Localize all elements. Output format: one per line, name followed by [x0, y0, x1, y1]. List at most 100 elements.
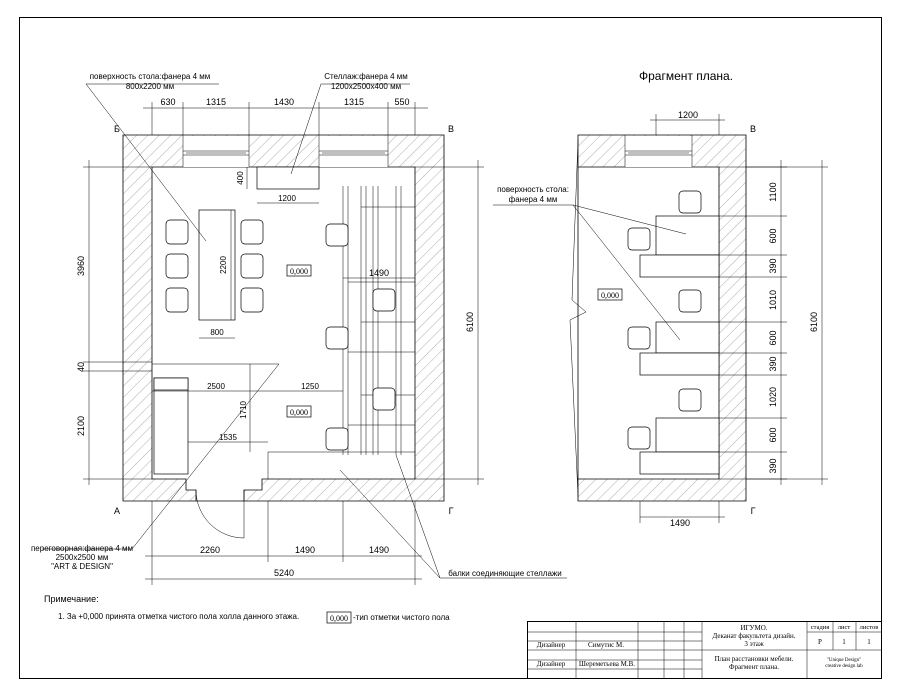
- callout-table-surface: поверхность стола:фанера 4 мм 800x2200 м…: [85, 72, 219, 242]
- svg-text:поверхность стола:фанера 4 мм: поверхность стола:фанера 4 мм: [90, 72, 211, 81]
- callout-meeting: переговорная:фанера 4 мм 2500x2500 мм "A…: [31, 363, 280, 571]
- notes-item: 1. За +0,000 принята отметка чистого пол…: [58, 612, 299, 621]
- svg-text:600: 600: [768, 427, 778, 442]
- sheet-frame: [19, 17, 882, 679]
- value-stage: Р: [818, 638, 822, 646]
- chair-group-left: [165, 219, 189, 313]
- entry-door-swing: [195, 489, 245, 539]
- callout-shelf: Стеллаж:фанера 4 мм 1200x2500x400 мм: [290, 72, 410, 175]
- svg-text:переговорная:фанера 4 мм: переговорная:фанера 4 мм: [31, 544, 133, 553]
- svg-text:1710: 1710: [239, 401, 248, 419]
- total-width-dim: 5240: [274, 568, 294, 578]
- svg-text:600: 600: [768, 228, 778, 243]
- svg-text:1430: 1430: [274, 97, 294, 107]
- role-2: Дизайнер: [537, 660, 566, 668]
- svg-text:600: 600: [768, 330, 778, 345]
- right-level-value: 0,000: [601, 291, 619, 300]
- sheet-title-1: План расстановки мебели.: [715, 655, 794, 663]
- svg-text:1010: 1010: [768, 290, 778, 310]
- right-level-mark: [597, 288, 623, 301]
- right-axis-v: В: [750, 124, 756, 134]
- company-1: "Unique Design": [827, 658, 861, 663]
- svg-text:800: 800: [210, 328, 224, 337]
- notes-title: Примечание:: [44, 594, 99, 604]
- svg-text:2100: 2100: [76, 416, 86, 436]
- svg-text:2500: 2500: [207, 382, 225, 391]
- svg-text:1490: 1490: [369, 268, 389, 278]
- svg-text:1200x2500x400 мм: 1200x2500x400 мм: [331, 82, 401, 91]
- notes-mark-desc: -тип отметки чистого пола: [353, 613, 450, 622]
- company-2: creative design lab: [825, 664, 863, 669]
- right-top-dim: 1200: [678, 110, 698, 120]
- svg-text:390: 390: [768, 356, 778, 371]
- svg-text:фанера 4 мм: фанера 4 мм: [509, 195, 558, 204]
- svg-text:1250: 1250: [301, 382, 319, 391]
- left-plan: 0,000 0,000 1200 400 2200 800 1490 2500 …: [31, 72, 567, 585]
- svg-text:40: 40: [76, 362, 86, 372]
- level-value-1: 0,000: [290, 267, 308, 276]
- right-chairs: [627, 190, 702, 450]
- right-total-dim: 6100: [465, 312, 475, 332]
- name-1: Симутис М.: [588, 641, 624, 649]
- svg-text:630: 630: [160, 97, 175, 107]
- header-sheets: листов: [860, 624, 879, 631]
- header-stage: стадия: [811, 624, 829, 631]
- meeting-room-sofa: [153, 377, 189, 475]
- svg-text:1315: 1315: [344, 97, 364, 107]
- svg-text:550: 550: [394, 97, 409, 107]
- right-bottom-dim: 1490: [670, 518, 690, 528]
- top-shelf: [256, 166, 320, 190]
- svg-text:400: 400: [236, 171, 245, 185]
- svg-text:2500x2500 мм: 2500x2500 мм: [56, 553, 109, 562]
- level-mark-2: [286, 405, 312, 418]
- inner-dimensions: 1200 400 2200 800 1490 2500 1250 1710 15…: [152, 167, 415, 452]
- right-side-dimension-chain: 1100 600 390 1010 600 390 1020 600 390: [719, 160, 787, 485]
- plan-title: Фрагмент плана.: [639, 69, 733, 83]
- svg-text:1490: 1490: [369, 545, 389, 555]
- notes-mark: 0,000: [330, 614, 348, 623]
- svg-text:балки соединяющие стеллажи: балки соединяющие стеллажи: [448, 569, 562, 578]
- right-plan: Фрагмент плана. 0,000 повер: [493, 69, 828, 528]
- right-desks: [639, 215, 720, 475]
- axis-b: Б: [114, 124, 120, 134]
- svg-text:3960: 3960: [76, 256, 86, 276]
- org-1: ИГУМО.: [740, 624, 767, 632]
- callout-beams: балки соединяющие стеллажи: [339, 454, 567, 579]
- axis-v: В: [448, 124, 454, 134]
- svg-text:поверхность стола:: поверхность стола:: [497, 185, 569, 194]
- chair-group-right: [240, 219, 264, 313]
- svg-text:2200: 2200: [219, 256, 228, 274]
- value-sheet: 1: [842, 638, 846, 646]
- axis-a: А: [114, 506, 120, 516]
- name-2: Шереметьева М.В.: [579, 660, 635, 668]
- svg-text:1020: 1020: [768, 387, 778, 407]
- svg-text:1535: 1535: [219, 433, 237, 442]
- org-3: 3 этаж: [744, 640, 764, 648]
- callout-right-table: поверхность стола: фанера 4 мм: [493, 185, 687, 341]
- header-sheet: лист: [838, 624, 851, 631]
- right-axis-g: Г: [751, 506, 756, 516]
- svg-text:Стеллаж:фанера 4 мм: Стеллаж:фанера 4 мм: [324, 72, 408, 81]
- role-1: Дизайнер: [537, 641, 566, 649]
- right-plan-total-dim: 6100: [809, 312, 819, 332]
- break-line: [569, 139, 587, 497]
- org-2: Деканат факультета дизайн.: [713, 632, 796, 640]
- svg-text:1315: 1315: [206, 97, 226, 107]
- svg-text:800x2200 мм: 800x2200 мм: [126, 82, 174, 91]
- notes-mark-box: [326, 611, 352, 624]
- axis-g: Г: [449, 506, 454, 516]
- side-dimension-chain: 3960 40 2100: [76, 160, 152, 485]
- svg-text:"ART & DESIGN": "ART & DESIGN": [51, 562, 113, 571]
- desk-chairs: [325, 223, 396, 451]
- title-block: Дизайнер Симутис М. Дизайнер Шереметьева…: [527, 621, 882, 679]
- svg-text:1100: 1100: [768, 182, 778, 201]
- svg-text:2260: 2260: [200, 545, 220, 555]
- svg-text:1490: 1490: [295, 545, 315, 555]
- svg-text:390: 390: [768, 458, 778, 473]
- svg-text:390: 390: [768, 258, 778, 273]
- level-value-2: 0,000: [290, 408, 308, 417]
- top-dimension-chain: 630 1315 1430 1315 550: [143, 97, 428, 135]
- value-sheets: 1: [867, 638, 871, 646]
- svg-text:1200: 1200: [278, 194, 296, 203]
